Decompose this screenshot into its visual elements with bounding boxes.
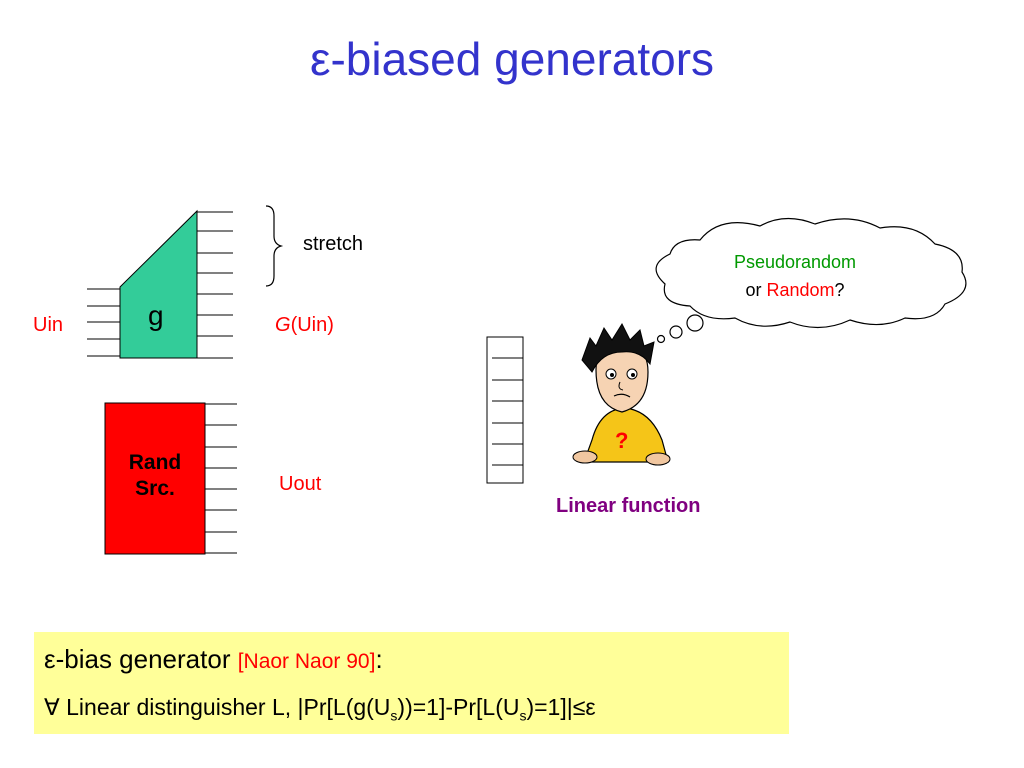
rand-src-line1: Rand [128, 451, 182, 474]
page-title: ε-biased generators [0, 32, 1024, 86]
box-citation: [Naor Naor 90] [237, 650, 376, 673]
box-colon: : [375, 644, 383, 674]
body-part-c: )=1]|≤ε [526, 694, 596, 720]
definition-box: ε-bias generator [Naor Naor 90]: ∀ Linea… [34, 632, 789, 734]
body-part-b: ))=1]-Pr[L(U [397, 694, 520, 720]
rand-src-block [104, 402, 206, 555]
definition-heading: ε-bias generator [Naor Naor 90]: [44, 644, 383, 675]
box-heading-text: -bias generator [55, 644, 238, 674]
rand-src-line2: Src. [135, 477, 175, 500]
thought-pseudorandom: Pseudorandom [733, 252, 857, 272]
uout-label: Uout [279, 473, 322, 495]
bit-column [486, 336, 524, 484]
stretch-label: stretch [303, 233, 364, 255]
subscript-s2: s [519, 707, 527, 724]
brace-icon [265, 205, 284, 287]
guin-wires [197, 211, 233, 359]
epsilon-symbol: ε [309, 33, 331, 85]
guin-rest: (Uin) [290, 314, 334, 336]
subscript-s1: s [390, 707, 398, 724]
forall-symbol: ∀ [44, 694, 60, 720]
g-block [119, 209, 198, 359]
uin-wires [87, 288, 120, 357]
shirt-question-mark: ? [615, 428, 629, 453]
uin-label: Uin [33, 314, 64, 336]
uout-wires [205, 403, 237, 554]
thought-or: or [745, 280, 767, 300]
thought-question: ? [834, 280, 845, 300]
thought-text: Pseudorandom or Random? [690, 248, 900, 304]
title-text: -biased generators [330, 33, 715, 85]
thought-line2: or Random? [690, 276, 900, 304]
thought-bubble-icon [655, 217, 967, 344]
guin-italic: G [275, 314, 291, 336]
g-label: g [148, 300, 164, 331]
confused-person-icon [572, 322, 671, 466]
definition-body: ∀ Linear distinguisher L, |Pr[L(g(Us))=1… [44, 694, 596, 724]
linear-function-label: Linear function [556, 495, 701, 517]
body-part-a: Linear distinguisher L, |Pr[L(g(U [59, 694, 391, 720]
box-epsilon: ε [44, 644, 56, 674]
guin-label: G(Uin) [275, 314, 334, 337]
thought-random: Random [766, 280, 835, 300]
